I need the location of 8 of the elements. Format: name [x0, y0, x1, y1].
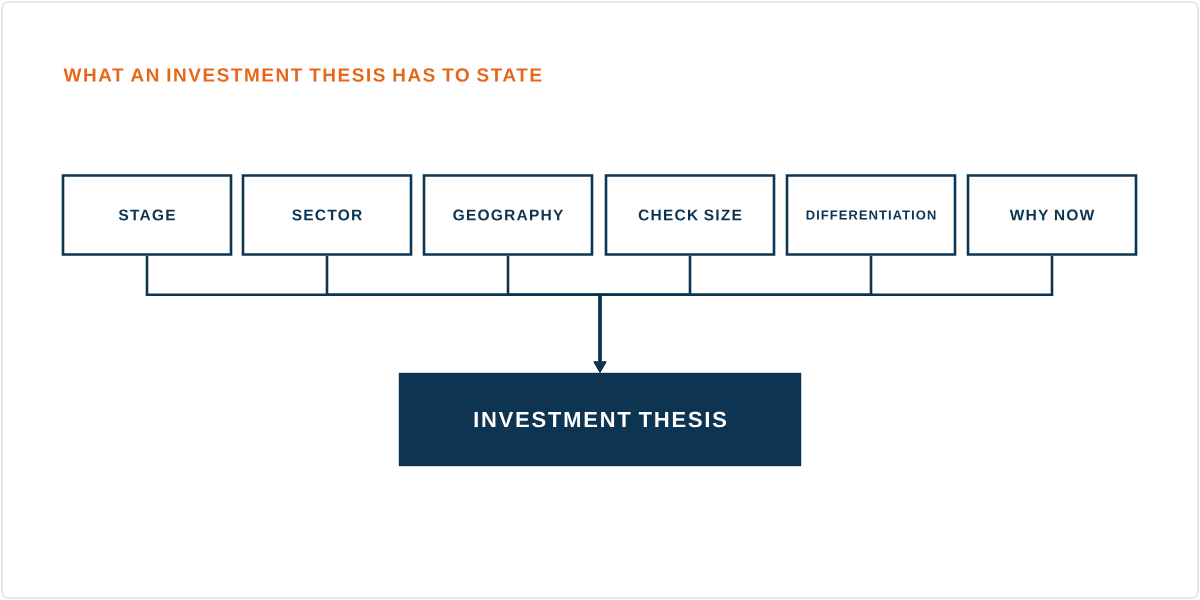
category-box: CHECK SIZE — [604, 174, 776, 256]
category-box: GEOGRAPHY — [422, 174, 594, 256]
category-box: STAGE — [61, 174, 233, 256]
category-box: DIFFERENTIATION — [785, 174, 957, 256]
category-box: WHY NOW — [966, 174, 1138, 256]
result-box: INVESTMENT THESIS — [398, 372, 802, 467]
category-box: SECTOR — [241, 174, 413, 256]
title: WHAT AN INVESTMENT THESIS HAS TO STATE — [63, 68, 542, 82]
